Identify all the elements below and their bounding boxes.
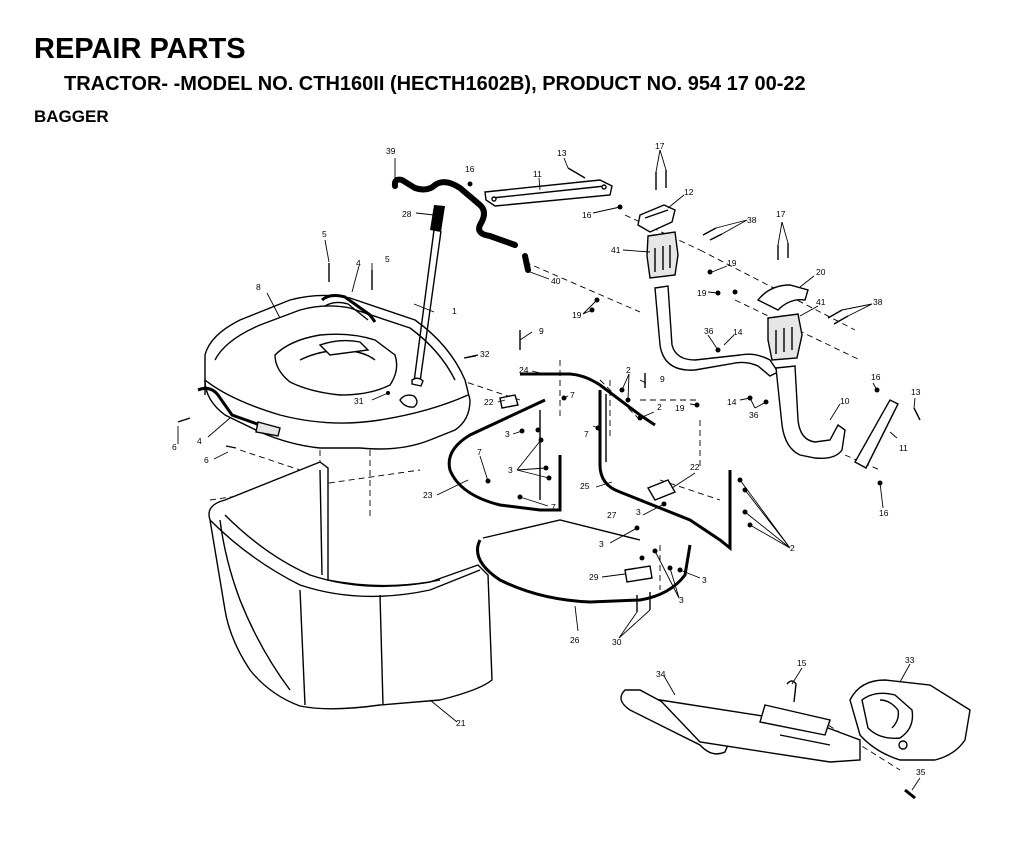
callout-31: 31 bbox=[354, 396, 364, 406]
callout-3: 3 bbox=[508, 465, 513, 475]
frame-26 bbox=[476, 519, 692, 604]
callout-3: 3 bbox=[702, 575, 707, 585]
callout-19: 19 bbox=[675, 403, 685, 413]
bracket-12 bbox=[637, 204, 676, 233]
pin-15 bbox=[786, 680, 797, 703]
callout-16: 16 bbox=[582, 210, 592, 220]
callout-17: 17 bbox=[655, 141, 665, 151]
section-title: BAGGER bbox=[34, 107, 109, 126]
bracket-41-right bbox=[767, 313, 803, 361]
callout-26: 26 bbox=[570, 635, 580, 645]
callout-41: 41 bbox=[816, 297, 826, 307]
callout-32: 32 bbox=[480, 349, 490, 359]
callout-5: 5 bbox=[385, 254, 390, 264]
callout-1: 1 bbox=[452, 306, 457, 316]
callout-3: 3 bbox=[679, 595, 684, 605]
callout-33: 33 bbox=[905, 655, 915, 665]
bracket-20 bbox=[756, 284, 809, 311]
callout-22: 22 bbox=[484, 397, 494, 407]
model-subtitle: TRACTOR- -MODEL NO. CTH160II (HECTH1602B… bbox=[64, 73, 806, 95]
side-handle-4 bbox=[197, 386, 281, 437]
callout-8: 8 bbox=[256, 282, 261, 292]
callout-2: 2 bbox=[790, 543, 795, 553]
wire-39 bbox=[391, 176, 531, 273]
callout-24: 24 bbox=[519, 365, 529, 375]
plate-29 bbox=[624, 565, 653, 583]
callout-36: 36 bbox=[749, 410, 759, 420]
callout-2: 2 bbox=[657, 402, 662, 412]
callout-9: 9 bbox=[660, 374, 665, 384]
callout-3: 3 bbox=[636, 507, 641, 517]
callout-7: 7 bbox=[477, 447, 482, 457]
callout-16: 16 bbox=[871, 372, 881, 382]
callout-7: 7 bbox=[551, 502, 556, 512]
callout-6: 6 bbox=[172, 442, 177, 452]
callout-29: 29 bbox=[589, 572, 599, 582]
callout-34: 34 bbox=[656, 669, 666, 679]
callout-19: 19 bbox=[727, 258, 737, 268]
callout-3: 3 bbox=[505, 429, 510, 439]
callout-19: 19 bbox=[572, 310, 582, 320]
callout-11: 11 bbox=[533, 169, 542, 179]
bracket-22 bbox=[499, 394, 677, 501]
callout-22: 22 bbox=[690, 462, 700, 472]
cover-handle-4 bbox=[321, 294, 377, 323]
grass-bag-21 bbox=[208, 461, 493, 710]
callout-6: 6 bbox=[204, 455, 209, 465]
callout-36: 36 bbox=[704, 326, 714, 336]
frame-10 bbox=[775, 365, 846, 460]
callout-labels: 39 16 13 11 17 12 16 28 38 17 41 5 5 4 4… bbox=[172, 141, 926, 777]
callout-10: 10 bbox=[840, 396, 850, 406]
callout-38: 38 bbox=[747, 215, 757, 225]
callout-7: 7 bbox=[584, 429, 589, 439]
callout-4: 4 bbox=[197, 436, 202, 446]
callout-19: 19 bbox=[697, 288, 707, 298]
bracket-11-top bbox=[484, 179, 613, 207]
callout-14: 14 bbox=[727, 397, 737, 407]
callout-25: 25 bbox=[580, 481, 590, 491]
callout-3: 3 bbox=[599, 539, 604, 549]
frame-25 bbox=[598, 390, 732, 552]
tube-34 bbox=[620, 689, 861, 763]
callout-11: 11 bbox=[899, 443, 908, 453]
bracket-41-left bbox=[646, 231, 679, 279]
callout-20: 20 bbox=[816, 267, 826, 277]
callout-17: 17 bbox=[776, 209, 786, 219]
callout-21: 21 bbox=[456, 718, 466, 728]
callout-30: 30 bbox=[612, 637, 622, 647]
chute-adapter-33 bbox=[849, 679, 971, 761]
callout-28: 28 bbox=[402, 209, 412, 219]
callout-14: 14 bbox=[733, 327, 743, 337]
callout-4: 4 bbox=[356, 258, 361, 268]
callout-38: 38 bbox=[873, 297, 883, 307]
pin-35 bbox=[904, 788, 916, 800]
frame-23 bbox=[447, 398, 562, 512]
bagger-cover-8 bbox=[204, 294, 471, 450]
callout-13: 13 bbox=[911, 387, 921, 397]
callout-23: 23 bbox=[423, 490, 433, 500]
callout-40: 40 bbox=[551, 276, 561, 286]
bagger-rod-1 bbox=[411, 205, 445, 387]
leader-lines bbox=[177, 149, 921, 791]
frame-24 bbox=[520, 372, 656, 427]
callout-12: 12 bbox=[684, 187, 694, 197]
callout-16: 16 bbox=[465, 164, 475, 174]
callout-39: 39 bbox=[386, 146, 396, 156]
callout-5: 5 bbox=[322, 229, 327, 239]
callout-27: 27 bbox=[607, 510, 617, 520]
callout-2: 2 bbox=[626, 365, 631, 375]
callout-13: 13 bbox=[557, 148, 567, 158]
page-title: REPAIR PARTS bbox=[34, 33, 246, 65]
callout-9: 9 bbox=[539, 326, 544, 336]
callout-41: 41 bbox=[611, 245, 621, 255]
callout-35: 35 bbox=[916, 767, 926, 777]
callout-15: 15 bbox=[797, 658, 807, 668]
callout-16: 16 bbox=[879, 508, 889, 518]
bracket-11-right bbox=[854, 399, 899, 469]
callout-7: 7 bbox=[570, 390, 575, 400]
